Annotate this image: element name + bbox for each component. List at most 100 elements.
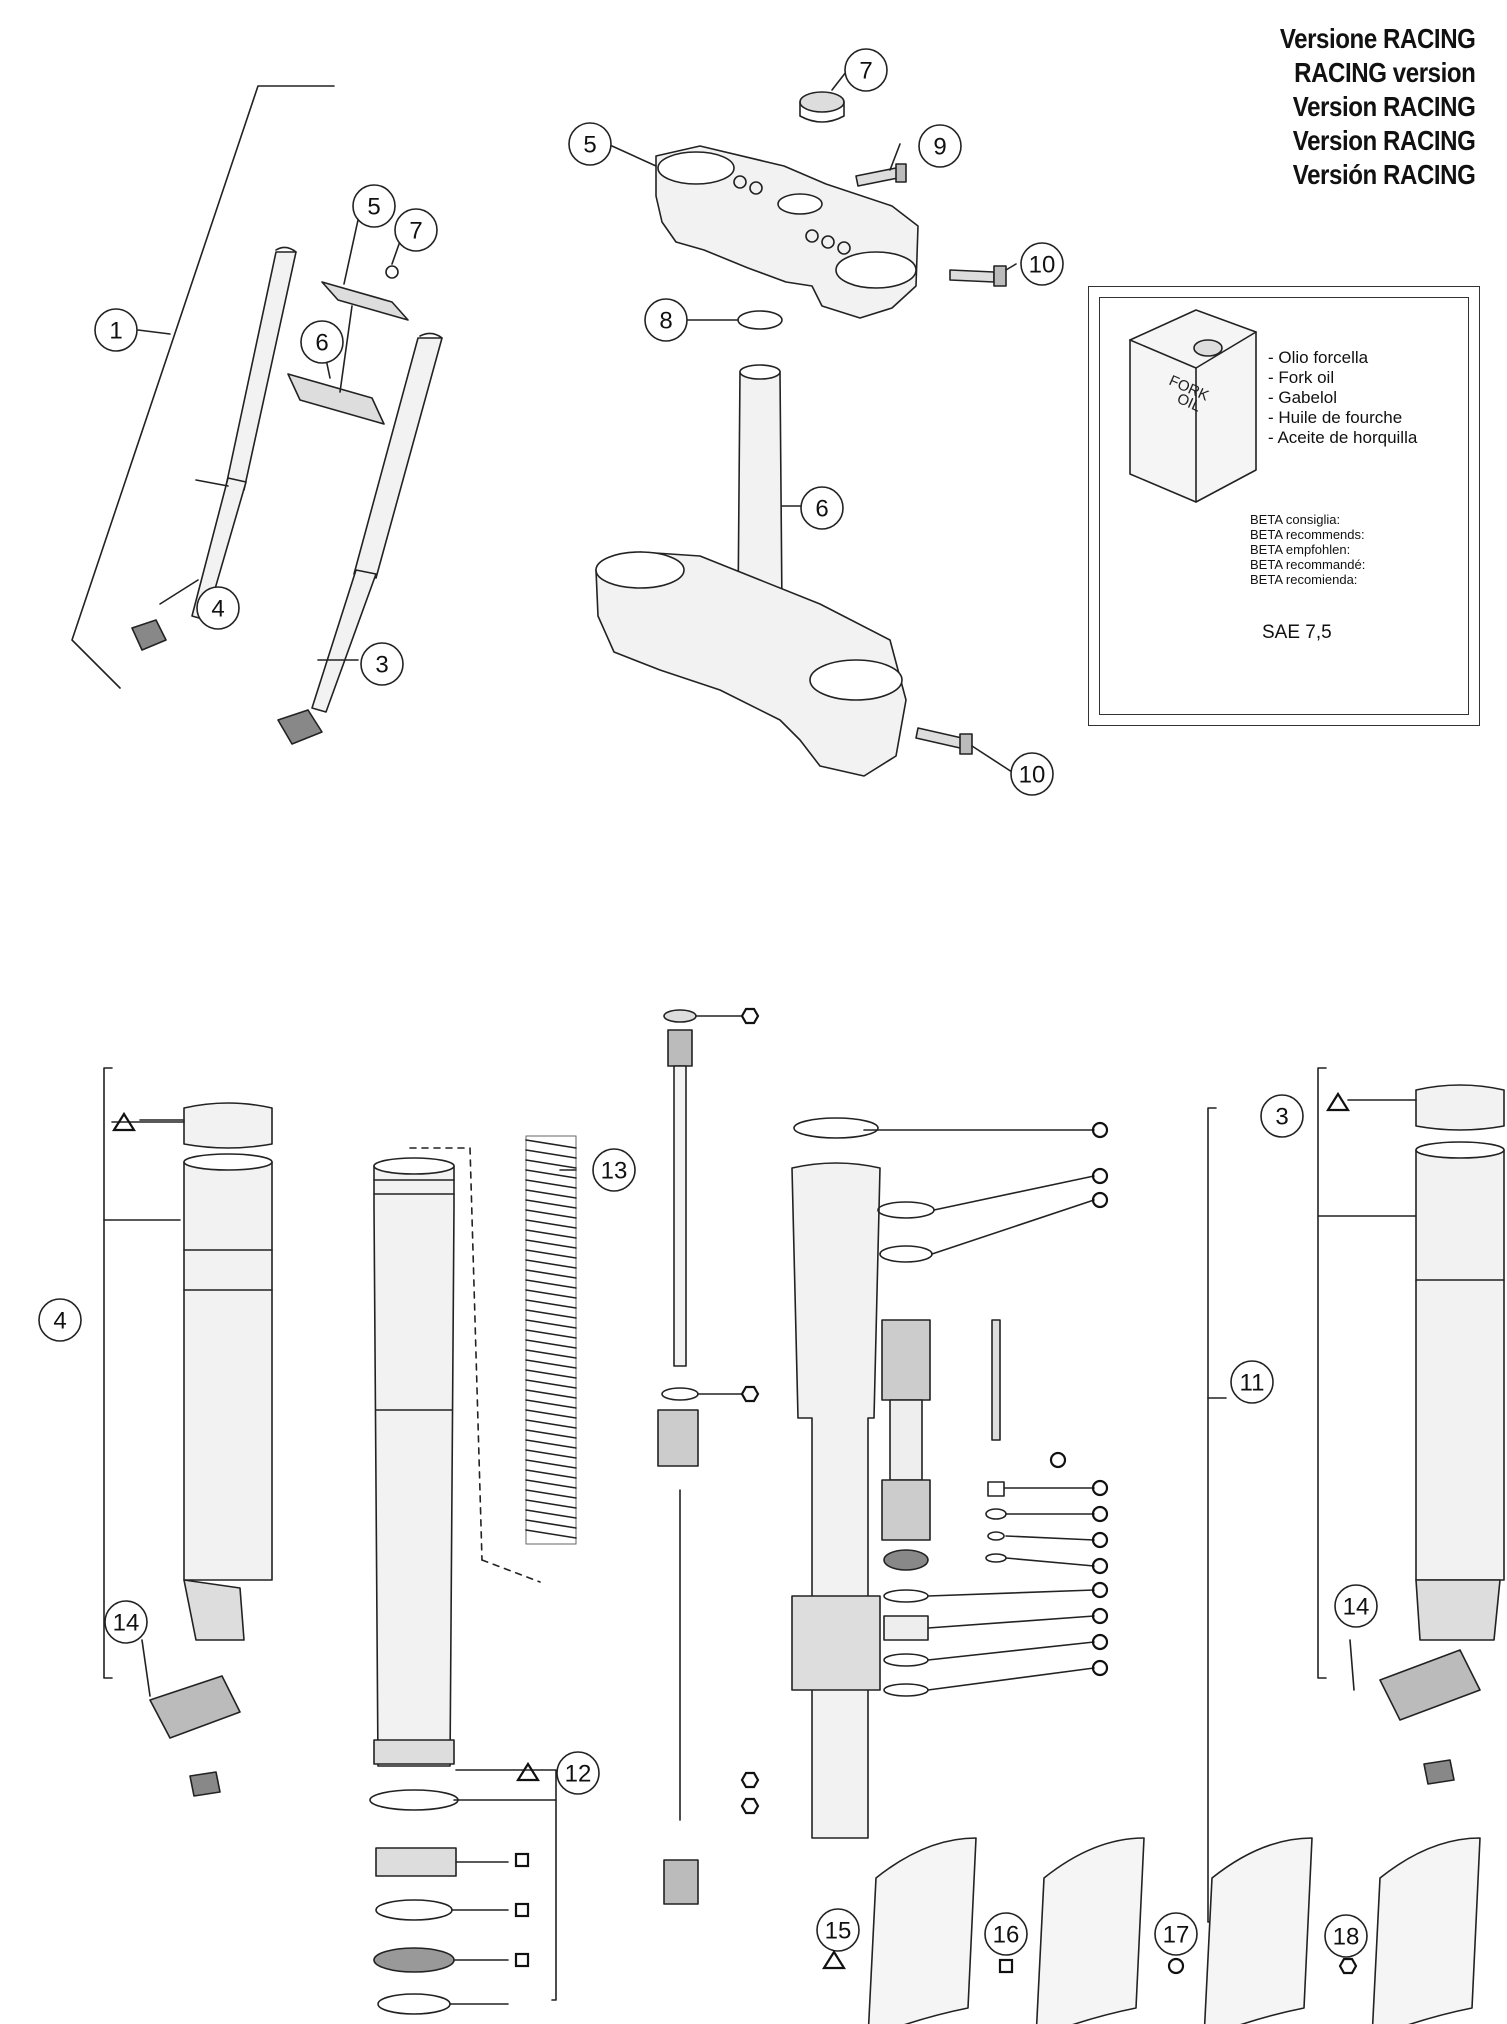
oil-name: - Fork oil [1268,368,1335,387]
circle-marker [1091,1505,1109,1523]
o-ring-8 [737,310,783,330]
callout-circle [394,208,438,252]
triangle-marker [1326,1091,1350,1112]
callout-6: 6 [315,330,328,357]
recommendation: BETA empfohlen: [1250,542,1351,557]
leader-line [927,1667,1095,1691]
callout-5: 5 [367,194,380,221]
callout-circle [844,48,888,92]
outer-tube-right [1317,1067,1505,1785]
callout-8: 8 [659,308,672,335]
circle-marker [1091,1479,1109,1497]
callout-7: 7 [409,218,422,245]
kit-bag-17 [1203,1837,1313,2024]
leader-line [933,1175,1095,1211]
leader-line [1005,1557,1095,1567]
hexagon-marker [1338,1957,1358,1975]
inner-tube-cartridge-12 [373,1147,557,2001]
callout-circle [556,1751,600,1795]
triangle-marker [112,1111,136,1132]
callout-circle [1334,1584,1378,1628]
title-line-en: RACING version [1293,57,1476,88]
assembly-bracket-line [71,85,335,689]
recommendation: BETA recomienda: [1250,572,1358,587]
callout-17: 17 [1163,1922,1190,1949]
hexagon-marker [740,1007,760,1025]
triple-clamp-small [287,265,409,425]
circle-marker [1091,1167,1109,1185]
callout-9: 9 [933,134,946,161]
callout-10: 10 [1029,252,1056,279]
callout-3: 3 [375,652,388,679]
callout-10: 10 [1019,762,1046,789]
version-title-block: Versione RACING RACING version Version R… [1248,22,1475,192]
callout-circle [592,1148,636,1192]
upper-triple-clamp [655,145,919,319]
callout-circle [644,298,688,342]
circle-marker [1091,1581,1109,1599]
callout-circle [800,486,844,530]
callout-7: 7 [859,58,872,85]
kit-bag-16 [1035,1837,1145,2024]
leader-line [927,1641,1095,1661]
cartridge-body [791,1117,1001,1839]
tube-seals-stack [369,1789,459,2015]
lower-triple-clamp-with-stem [595,364,907,777]
callout-circle [1324,1914,1368,1958]
callout-circle [360,642,404,686]
callout-circle [1010,752,1054,796]
fork-spring-13 [525,1135,577,1545]
callout-14: 14 [1343,1594,1370,1621]
callout-4: 4 [211,596,224,623]
callout-circle [300,320,344,364]
kit-symbol-markers [112,1007,1358,1975]
circle-marker [1091,1121,1109,1139]
hexagon-marker [740,1385,760,1403]
square-marker [514,1852,530,1868]
callout-13: 13 [601,1158,628,1185]
callout-circle [1154,1912,1198,1956]
circle-marker [1167,1957,1185,1975]
fork-cap-nut [799,91,845,123]
leader-line [927,1589,1095,1597]
callout-15: 15 [825,1918,852,1945]
callout-12: 12 [565,1761,592,1788]
circle-marker [1091,1607,1109,1625]
callout-circle [568,122,612,166]
callout-4: 4 [53,1308,66,1335]
recommendation: BETA recommends: [1250,527,1365,542]
triangle-marker [822,1949,846,1970]
circle-marker [1091,1531,1109,1549]
circle-marker [1091,1557,1109,1575]
oil-name-list: - Olio forcella - Fork oil - Gabelol - H… [1268,348,1417,448]
clamp-bolt-10b [915,727,973,755]
hexagon-marker [740,1797,760,1815]
circle-marker [1049,1451,1067,1469]
clamp-bolt-10a [949,265,1007,287]
oil-name: - Aceite de horquilla [1268,428,1418,447]
oil-name: - Huile de fourche [1268,408,1403,427]
leader-line [1005,1535,1095,1541]
callout-circle [94,308,138,352]
callout-18: 18 [1333,1924,1360,1951]
left-fork-leg-small [131,246,297,651]
cartridge-small-parts [883,1481,1007,1697]
square-marker [998,1958,1014,1974]
callout-circle [196,586,240,630]
title-line-es: Versión RACING [1292,159,1475,190]
callout-16: 16 [993,1922,1020,1949]
square-marker [514,1902,530,1918]
callout-circle [918,124,962,168]
triangle-marker [516,1761,540,1782]
callout-circle [1020,242,1064,286]
oil-name: - Olio forcella [1268,348,1369,367]
callout-circle [38,1298,82,1342]
circle-marker [1091,1191,1109,1209]
callout-11: 11 [1240,1370,1265,1397]
title-line-fr: Version RACING [1292,125,1475,156]
outer-tube-left [103,1067,273,1797]
callout-circle [1260,1094,1304,1138]
oil-grade: SAE 7,5 [1262,622,1332,643]
callout-circle [104,1600,148,1644]
callout-6: 6 [815,496,828,523]
